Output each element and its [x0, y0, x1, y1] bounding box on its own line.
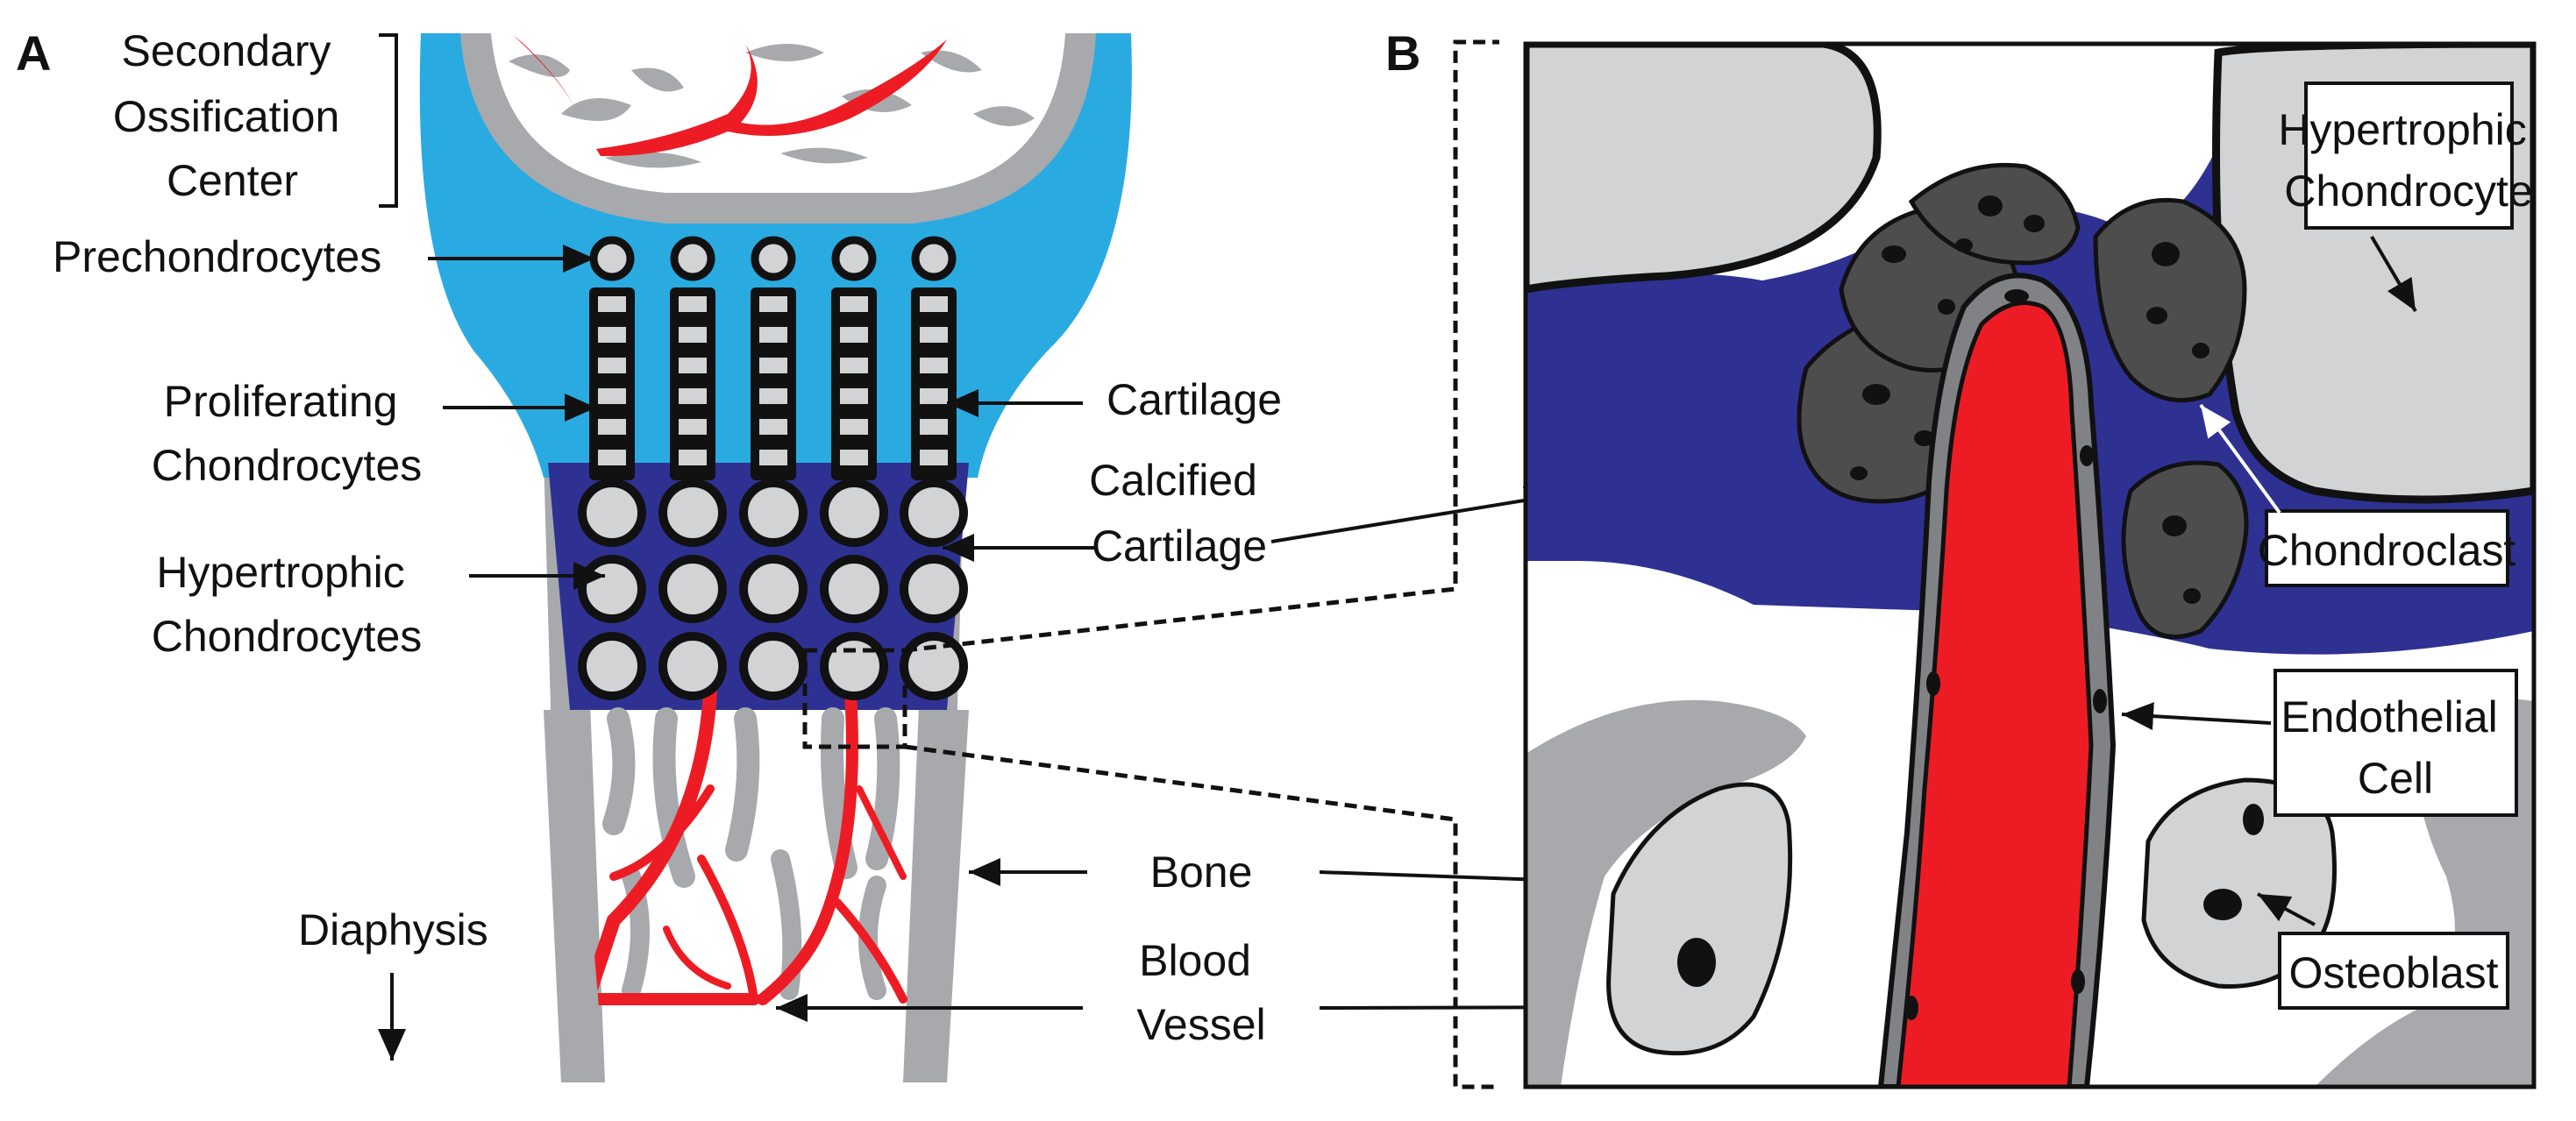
box-osteoblast	[2278, 932, 2509, 1010]
proliferating-cell	[759, 450, 787, 465]
zoom-connector-top	[904, 39, 1499, 653]
panel-label-a: A	[16, 25, 51, 81]
proliferating-cell	[920, 358, 948, 373]
proliferating-cell	[598, 419, 626, 435]
proliferating-cell	[598, 327, 626, 343]
proliferating-cell	[840, 419, 868, 435]
prechondrocyte-cell	[751, 236, 796, 281]
hypertrophic-cell	[820, 632, 888, 700]
hypertrophic-cell	[578, 555, 646, 623]
hypertrophic-cell	[578, 479, 646, 547]
proliferating-cell	[920, 388, 948, 404]
proliferating-cell	[598, 388, 626, 404]
panel-label-b: B	[1385, 25, 1420, 81]
label-blood-vessel: Blood Vessel	[1136, 936, 1265, 1049]
panel-b-frame	[1523, 41, 2537, 1089]
secondary-center-bracket	[379, 33, 398, 208]
proliferating-cell	[759, 327, 787, 343]
label-proliferating: Proliferating Chondrocytes	[152, 377, 423, 490]
proliferating-cell	[598, 296, 626, 312]
hypertrophic-cell	[658, 632, 727, 700]
label-bone: Bone	[1150, 848, 1253, 897]
chondroclast-nuclei	[1850, 195, 2210, 604]
proliferating-cell	[679, 358, 707, 373]
label-hypertrophic: Hypertrophic Chondrocytes	[152, 548, 423, 661]
hypertrophic-cell	[739, 632, 808, 700]
chondrocyte-columns	[578, 236, 968, 700]
proliferating-cell	[840, 296, 868, 312]
arrow-calcified-b	[1270, 486, 1557, 543]
proliferating-cell	[679, 327, 707, 343]
prechondrocyte-cell	[831, 236, 877, 281]
zoom-connector-bottom	[904, 744, 1499, 1089]
proliferating-cell	[759, 388, 787, 404]
box-hypertrophic-chondrocyte	[2304, 82, 2514, 230]
osteoblast-right-nucleus-a	[2203, 889, 2242, 920]
hypertrophic-cell	[739, 479, 808, 547]
bone-matrix-left	[1526, 699, 1806, 1087]
primary-vessels	[580, 685, 907, 1006]
proliferating-cell	[920, 296, 948, 312]
proliferating-cell	[679, 388, 707, 404]
hypertrophic-cell	[820, 479, 888, 547]
proliferating-cell	[679, 296, 707, 312]
label-hypertrophic-chondrocyte: Hypertrophic Chondrocyte	[2278, 105, 2538, 216]
proliferating-cell	[920, 419, 948, 435]
proliferating-cell	[759, 296, 787, 312]
osteoblast-right-nucleus-b	[2243, 804, 2264, 835]
proliferating-cell	[679, 419, 707, 435]
panel-b: B	[1385, 25, 2538, 1089]
proliferating-cell	[759, 358, 787, 373]
prechondrocyte-cell	[589, 236, 635, 281]
proliferating-cell	[679, 450, 707, 465]
box-chondroclast	[2265, 509, 2509, 587]
hypertrophic-cell	[578, 632, 646, 700]
prechondrocyte-cell	[911, 236, 957, 281]
osteoblast-left	[1606, 782, 1793, 1056]
zoom-region-box	[802, 648, 907, 749]
proliferating-cell	[598, 358, 626, 373]
label-osteoblast: Osteoblast	[2288, 948, 2498, 997]
arrow-endothelial-cell	[2121, 702, 2272, 731]
arrow-chondroclast	[2199, 403, 2281, 514]
proliferating-cell	[759, 419, 787, 435]
hypertrophic-lacuna-left	[1526, 44, 1882, 294]
panel-a: A	[16, 25, 1947, 1089]
label-diaphysis: Diaphysis	[298, 905, 488, 954]
arrow-osteoblast	[2257, 892, 2316, 926]
hypertrophic-cell	[739, 555, 808, 623]
box-endothelial-cell	[2274, 669, 2518, 817]
hypertrophic-cell	[658, 479, 727, 547]
hypertrophic-cell	[820, 555, 888, 623]
label-secondary-center: Secondary Ossification Center	[113, 26, 352, 205]
hypertrophic-cell	[658, 555, 727, 623]
label-endothelial-cell: Endothelial Cell	[2281, 692, 2509, 803]
secondary-trabeculae	[509, 44, 1035, 168]
label-chondroclast: Chondroclast	[2258, 526, 2516, 575]
proliferating-cell	[920, 327, 948, 343]
endothelial-nuclei	[1904, 289, 2107, 1020]
label-prechondrocytes: Prechondrocytes	[53, 232, 381, 281]
proliferating-cell	[598, 450, 626, 465]
label-cartilage: Cartilage	[1107, 375, 1282, 424]
secondary-vessel	[513, 35, 947, 157]
proliferating-cell	[840, 388, 868, 404]
arrow-hypertrophic-chondrocyte	[2370, 235, 2417, 313]
proliferating-cell	[840, 327, 868, 343]
prechondrocyte-cell	[670, 236, 715, 281]
hypertrophic-cell	[900, 555, 968, 623]
blood-vessel-lumen	[1896, 301, 2094, 1087]
diaphysis-wall-cover	[544, 710, 969, 1082]
label-calcified: Calcified Cartilage	[1089, 456, 1270, 571]
proliferating-cell	[840, 450, 868, 465]
osteoblast-left-nucleus	[1677, 938, 1716, 987]
proliferating-cell	[920, 450, 948, 465]
proliferating-cell	[840, 358, 868, 373]
hypertrophic-cell	[900, 479, 968, 547]
